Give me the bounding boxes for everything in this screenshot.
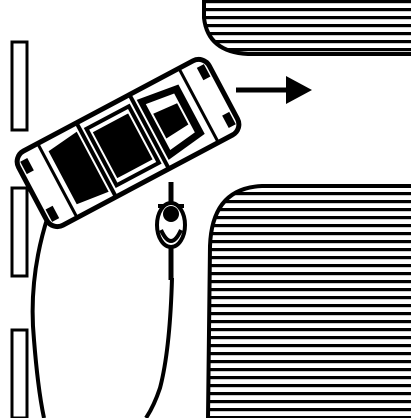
cyclist [157,182,185,280]
lower-right-sidewalk [208,186,411,418]
lane-markings [12,42,27,418]
upper-right-sidewalk [204,0,411,54]
cyclist-path-curve [146,278,172,418]
lane-marking-bottom [12,330,27,418]
car [13,55,243,231]
lane-marking-top [12,42,27,130]
lane-marking-middle [12,188,27,276]
turn-arrow-icon [236,76,312,104]
car-path-curve [33,216,48,418]
